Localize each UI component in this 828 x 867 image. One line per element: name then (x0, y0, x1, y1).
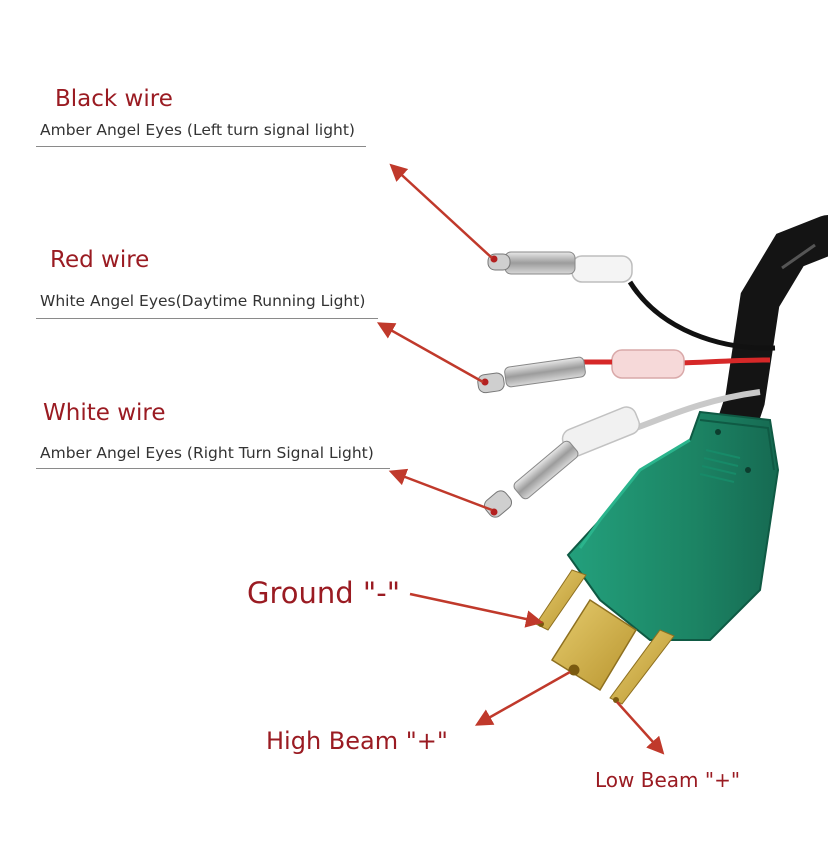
h4-plug (566, 410, 780, 641)
white-wire-arrow (388, 468, 493, 512)
red-wire-title: Red wire (50, 247, 150, 273)
black-wire-title: Black wire (55, 86, 173, 112)
main-cable (715, 215, 828, 450)
black-wire-arrow (389, 163, 493, 259)
black-wire-underline (36, 146, 366, 147)
low-beam-arrow (616, 701, 665, 755)
high-beam-label: High Beam "+" (266, 727, 448, 755)
white-wire-description: Amber Angel Eyes (Right Turn Signal Ligh… (40, 444, 374, 462)
white-wire-underline (36, 468, 390, 469)
callout-arrows (376, 163, 665, 755)
high-beam-pin (550, 598, 638, 692)
low-beam-pin (609, 629, 675, 705)
white-wire-title: White wire (43, 400, 166, 426)
low-beam-label: Low Beam "+" (595, 768, 741, 792)
red-wire-underline (36, 318, 378, 319)
white-wire (483, 389, 761, 518)
red-wire-description: White Angel Eyes(Daytime Running Light) (40, 292, 366, 310)
ground-label: Ground "-" (247, 576, 401, 610)
black-wire (487, 251, 776, 351)
high-beam-arrow (474, 670, 571, 726)
red-wire (477, 349, 771, 394)
red-wire-arrow (376, 322, 484, 384)
black-wire-description: Amber Angel Eyes (Left turn signal light… (40, 121, 355, 139)
ground-arrow (409, 592, 544, 628)
